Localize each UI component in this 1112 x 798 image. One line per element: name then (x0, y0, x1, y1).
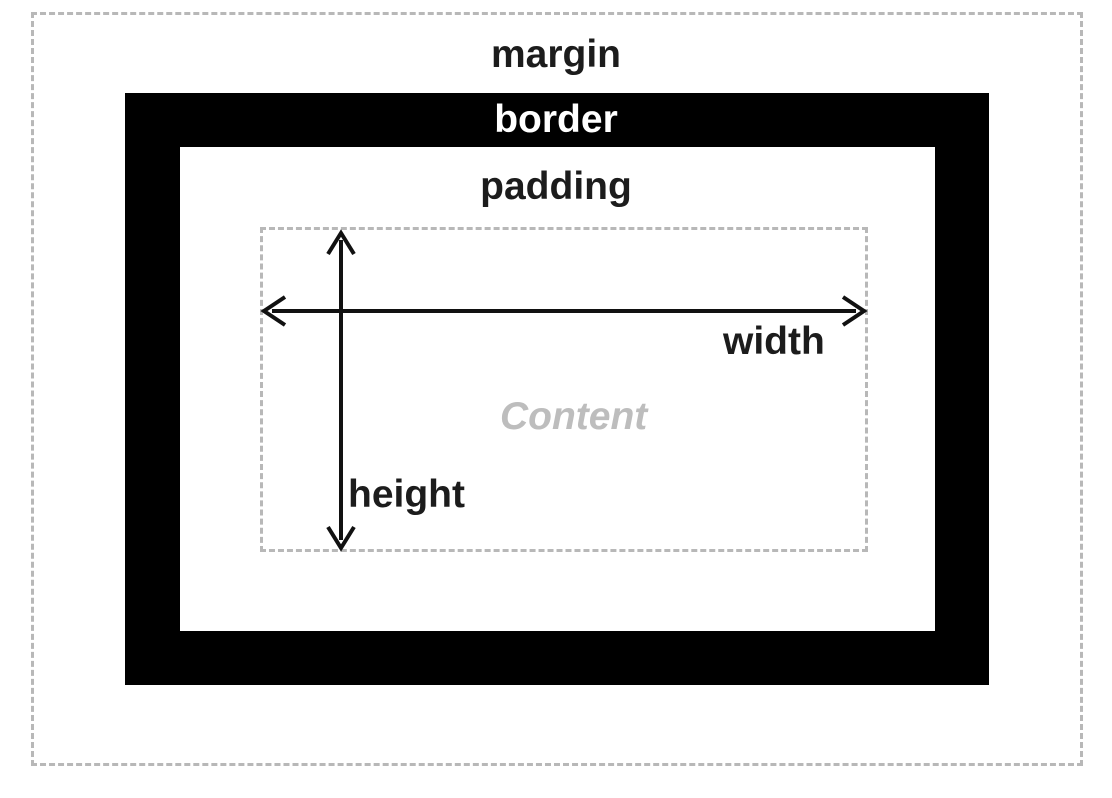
content-area (260, 227, 868, 552)
width-label: width (723, 320, 825, 363)
content-label: Content (500, 395, 648, 438)
padding-label: padding (480, 165, 632, 208)
border-label: border (494, 98, 618, 141)
margin-area (31, 12, 1083, 766)
margin-label: margin (490, 33, 622, 76)
height-label: height (348, 473, 465, 516)
